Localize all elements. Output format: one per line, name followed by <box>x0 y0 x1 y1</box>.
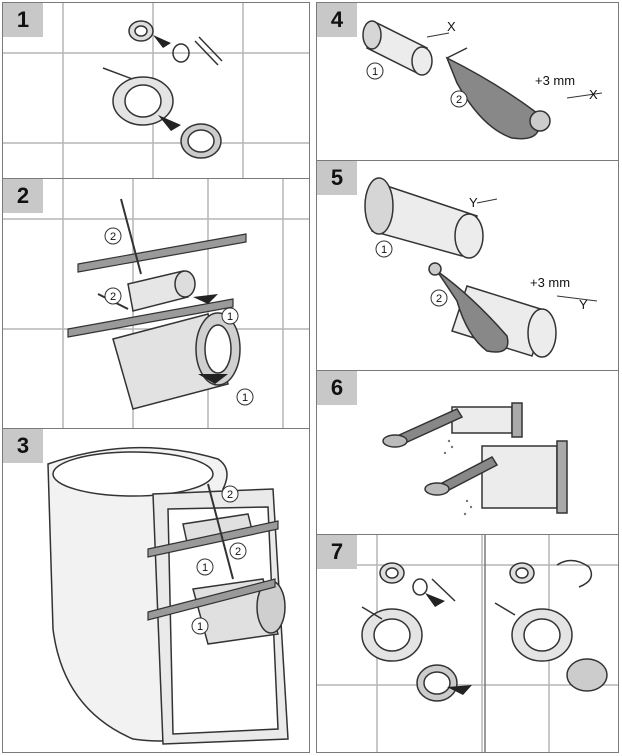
svg-text:2: 2 <box>436 293 442 305</box>
step-7-panel: 7 <box>317 534 618 752</box>
pipe-icon <box>362 20 433 76</box>
callout-2: 2 <box>450 90 468 108</box>
callout-2b: 2 <box>104 287 122 305</box>
arrow-icon <box>153 35 181 131</box>
lock-nut-icon <box>379 562 535 584</box>
seal-ring-icon <box>416 658 608 702</box>
step-7-illustration <box>317 535 618 752</box>
dimension-plus3-label: +3 mm <box>530 275 570 290</box>
seal-ring-icon <box>180 123 222 159</box>
step-5-illustration: Y +3 mm Y 1 2 <box>364 177 598 358</box>
step-4-illustration: X +3 mm X 1 2 <box>362 19 603 140</box>
dimension-x-label: X <box>447 19 456 34</box>
step-6-panel: 6 <box>317 370 618 534</box>
step-6-illustration <box>382 402 568 516</box>
svg-text:1: 1 <box>372 66 378 78</box>
ruler-icon <box>147 520 279 621</box>
callout-1a: 1 <box>196 558 214 576</box>
svg-text:2: 2 <box>110 291 116 303</box>
step-number: 6 <box>317 371 357 405</box>
callout-2b: 2 <box>229 542 247 560</box>
callout-1: 1 <box>366 62 384 80</box>
dimension-plus3-label: +3 mm <box>535 73 575 88</box>
callout-2: 2 <box>430 289 448 307</box>
step-number: 4 <box>317 3 357 37</box>
dimension-y-label: Y <box>469 195 478 210</box>
step-1-panel: 1 <box>3 3 309 178</box>
step-2-panel: 2 <box>3 178 309 428</box>
svg-text:2: 2 <box>456 94 462 106</box>
step-3-illustration: 2 2 1 1 <box>47 446 289 745</box>
callout-1b: 1 <box>191 617 209 635</box>
callout-2a: 2 <box>221 485 239 503</box>
arrow-icon <box>193 294 228 384</box>
svg-text:1: 1 <box>242 392 248 404</box>
svg-text:1: 1 <box>381 244 387 256</box>
pipe-flange-icon <box>361 608 573 662</box>
step-number: 5 <box>317 161 357 195</box>
step-3-panel: 3 2 <box>3 428 309 752</box>
dimension-x2-label: X <box>589 87 598 102</box>
svg-text:2: 2 <box>110 231 116 243</box>
right-column: 4 X +3 mm X 1 2 <box>316 2 619 753</box>
svg-text:2: 2 <box>227 489 233 501</box>
step-number: 3 <box>3 429 43 463</box>
arrow-icon <box>425 593 472 695</box>
svg-text:1: 1 <box>227 311 233 323</box>
step-1-illustration <box>3 3 309 178</box>
callout-1b: 1 <box>236 388 254 406</box>
callout-1a: 1 <box>221 307 239 325</box>
step-4-panel: 4 X +3 mm X 1 2 <box>317 3 618 160</box>
svg-text:2: 2 <box>235 546 241 558</box>
pipe-cutter-icon <box>445 47 551 140</box>
lock-nut-icon <box>128 20 154 42</box>
pipe-cutter-icon <box>428 262 509 353</box>
svg-text:1: 1 <box>202 562 208 574</box>
pipe-flange-icon <box>112 76 174 126</box>
step-number: 7 <box>317 535 357 569</box>
pipe-icon <box>364 177 484 259</box>
step-2-illustration: 2 2 1 1 <box>3 179 309 428</box>
dimension-y2-label: Y <box>579 297 588 312</box>
pipe-icon <box>112 270 241 410</box>
callout-1: 1 <box>375 240 393 258</box>
svg-text:1: 1 <box>197 621 203 633</box>
callout-2a: 2 <box>104 227 122 245</box>
step-5-panel: 5 Y +3 mm Y 1 <box>317 160 618 370</box>
step-number: 1 <box>3 3 43 37</box>
step-number: 2 <box>3 179 43 213</box>
pipe-icon <box>451 402 568 514</box>
left-column: 1 <box>2 2 310 753</box>
ruler-icon <box>67 233 247 338</box>
file-tool-icon <box>382 408 499 496</box>
